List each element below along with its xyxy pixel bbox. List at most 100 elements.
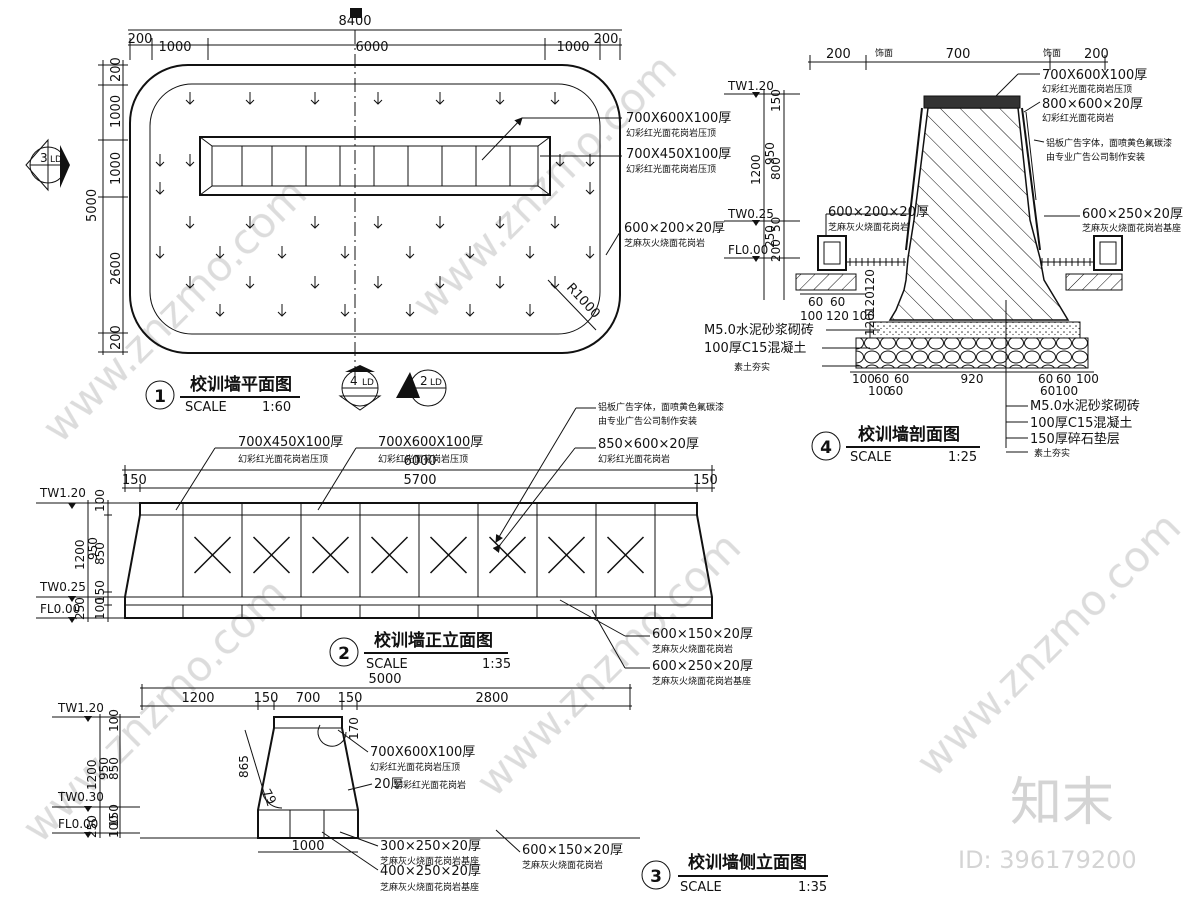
- ground-cover-arrow-icon: [245, 276, 255, 289]
- ground-cover-arrow-icon: [435, 216, 445, 229]
- front-note-2-sub: 幻彩红光面花岗岩压顶: [378, 453, 468, 465]
- section-dim-2: 700: [946, 47, 971, 62]
- front-dim-v1: 100: [93, 489, 107, 512]
- front-note-2: 700X600X100厚: [378, 435, 483, 450]
- side-title: 校训墙侧立面图: [688, 852, 807, 873]
- plan-inner-outline: [149, 83, 601, 335]
- ground-cover-arrow-icon: [495, 216, 505, 229]
- plan-note-2: 700X450X100厚: [626, 147, 731, 162]
- section-layer-r2: 100厚C15混凝土: [1030, 415, 1132, 431]
- ground-cover-arrow-icon: [340, 304, 350, 317]
- ground-cover-arrow-icon: [245, 92, 255, 105]
- plan-scale: 1:60: [262, 400, 291, 415]
- side-note-4: 400×250×20厚: [380, 864, 481, 879]
- section-dim-b3: 60: [894, 372, 909, 386]
- ground-cover-arrow-icon: [310, 216, 320, 229]
- side-dim-bottom: 1000: [291, 839, 324, 854]
- side-level-3: FL0.00: [58, 817, 98, 831]
- section-dim-v2: 800: [769, 157, 783, 180]
- plan-view: 8400 200 1000 6000 1000 200 200 1000 100…: [25, 8, 731, 415]
- section-note-2-sub: 幻彩红光面花岗岩: [1042, 112, 1114, 124]
- ground-cover-arrow-icon: [373, 216, 383, 229]
- section-dim-v7: 250: [763, 225, 777, 248]
- dim-top-1: 200: [128, 32, 153, 47]
- section-coping: [923, 95, 1021, 109]
- section-dim-b1: 100: [852, 372, 875, 386]
- side-dim-2: 150: [254, 691, 279, 706]
- section-dim-b10: 60100: [1040, 384, 1078, 398]
- side-scale-label: SCALE: [680, 880, 722, 895]
- section-dim-3: 200: [1084, 47, 1109, 62]
- side-dim-v4: 100: [107, 815, 121, 838]
- letter-placeholder-icon: [606, 536, 645, 574]
- ground-cover-arrow-icon: [550, 92, 560, 105]
- svg-text:3: 3: [40, 151, 48, 165]
- ground-cover-arrow-icon: [405, 304, 415, 317]
- ground-cover-arrow-icon: [277, 246, 287, 259]
- svg-text:2: 2: [420, 374, 428, 388]
- brand-logo: 知末: [1010, 773, 1114, 833]
- plan-scale-label: SCALE: [185, 400, 227, 415]
- side-dim-v7: 250: [85, 815, 99, 838]
- section-dim-b8: 100: [868, 384, 891, 398]
- ground-cover-arrow-icon: [340, 246, 350, 259]
- front-title: 校训墙正立面图: [374, 630, 493, 651]
- section-note-3: 铝板广告字体，面喷黄色氟碳漆: [1046, 137, 1172, 149]
- front-level-2: TW0.25: [39, 580, 86, 594]
- front-elevation: 6000 150 5700 150 TW1.20 TW0.25 FL0.00 1…: [36, 401, 753, 687]
- plan-note-1-sub: 幻彩红光面花岗岩压顶: [626, 127, 716, 139]
- side-note-3: 300×250×20厚: [380, 839, 481, 854]
- front-number: 2: [338, 644, 350, 664]
- front-scale-label: SCALE: [366, 657, 408, 672]
- letter-placeholder-icon: [370, 536, 409, 574]
- dim-total: 8400: [338, 14, 371, 29]
- ground-cover-arrow-icon: [310, 92, 320, 105]
- letter-placeholder-icon: [547, 536, 586, 574]
- section-dim-m4: 120: [826, 309, 849, 323]
- side-dim-v5: 1200: [85, 759, 99, 790]
- section-concrete-layer: [869, 321, 1081, 339]
- section-dim-b6: 60: [1056, 372, 1071, 386]
- section-dim-r2: 120: [863, 291, 877, 314]
- section-note-5-sub: 芝麻灰火烧面花岗岩: [828, 221, 909, 233]
- front-dim-v2: 850: [93, 542, 107, 565]
- front-level-3: FL0.00: [40, 602, 80, 616]
- ground-cover-arrow-icon: [550, 276, 560, 289]
- section-dim-v5: 1200: [749, 154, 763, 185]
- front-note-4: 850×600×20厚: [598, 437, 699, 452]
- section-note-2: 800×600×20厚: [1042, 97, 1143, 112]
- section-layer-r1: M5.0水泥砂浆砌砖: [1030, 399, 1140, 414]
- letter-placeholder-icon: [429, 536, 468, 574]
- front-note-4-sub: 幻彩红光面花岗岩: [598, 453, 670, 465]
- ground-cover-symbols: [155, 92, 595, 317]
- side-note-4-sub: 芝麻灰火烧面花岗岩基座: [380, 881, 479, 893]
- dim-top-2: 1000: [158, 40, 191, 55]
- section-layer-l2: 100厚C15混凝土: [704, 340, 806, 356]
- section-dim-v6: 950: [763, 142, 777, 165]
- ground-cover-arrow-icon: [373, 92, 383, 105]
- front-note-3-sub: 由专业广告公司制作安装: [598, 415, 697, 427]
- front-note-3: 铝板广告字体，面喷黄色氟碳漆: [598, 401, 724, 413]
- section-note-1-sub: 幻彩红光面花岗岩压顶: [1042, 83, 1132, 95]
- front-dim-v4: 100: [93, 597, 107, 620]
- section-dim-label-1: 饰面: [875, 47, 893, 59]
- section-level-2: TW0.25: [727, 207, 774, 221]
- ground-cover-arrow-icon: [310, 276, 320, 289]
- front-note-6-sub: 芝麻灰火烧面花岗岩基座: [652, 675, 751, 687]
- section-view: 200 饰面 700 饰面 200 TW1.20 TW0.25 FL0.00 1…: [704, 47, 1183, 465]
- ground-cover-arrow-icon: [525, 304, 535, 317]
- dim-top-4: 1000: [556, 40, 589, 55]
- brand-block: 知末 ID: 396179200: [958, 773, 1137, 874]
- side-note-2-sub: 幻彩红光面花岗岩: [394, 779, 466, 791]
- side-dim-v1: 100: [107, 709, 121, 732]
- section-left-base: [817, 235, 847, 271]
- side-level-1: TW1.20: [57, 701, 104, 715]
- ground-cover-arrow-icon: [215, 304, 225, 317]
- ground-cover-arrow-icon: [155, 182, 165, 195]
- section-dim-b7: 100: [1076, 372, 1099, 386]
- section-dim-r1: 120: [863, 269, 877, 292]
- ground-cover-arrow-icon: [495, 92, 505, 105]
- side-note-3-sub: 芝麻灰火烧面花岗岩基座: [380, 855, 479, 867]
- section-dim-m5: 100: [852, 309, 875, 323]
